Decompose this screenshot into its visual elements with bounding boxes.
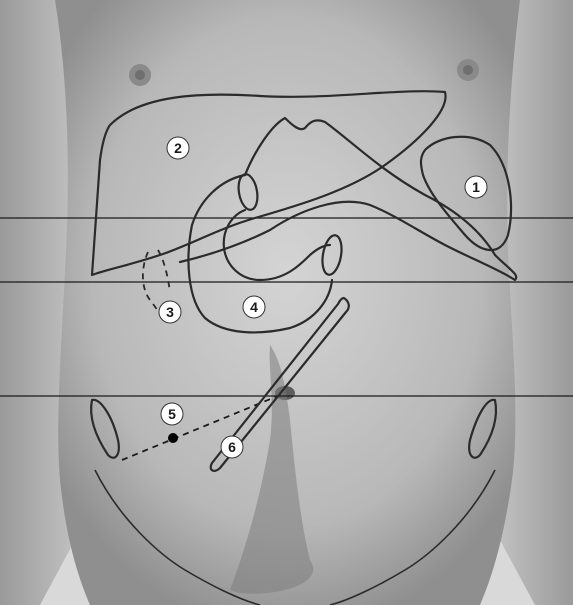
svg-text:2: 2 [174, 140, 182, 156]
marker-4: 4 [243, 296, 265, 318]
svg-text:1: 1 [472, 179, 480, 195]
marker-5: 5 [161, 403, 183, 425]
svg-text:6: 6 [228, 439, 236, 455]
marker-2: 2 [167, 137, 189, 159]
mcburney-point [168, 433, 178, 443]
marker-6: 6 [221, 436, 243, 458]
marker-3: 3 [159, 301, 181, 323]
marker-1: 1 [465, 176, 487, 198]
svg-text:4: 4 [250, 299, 258, 315]
svg-text:5: 5 [168, 406, 176, 422]
svg-text:3: 3 [166, 304, 174, 320]
